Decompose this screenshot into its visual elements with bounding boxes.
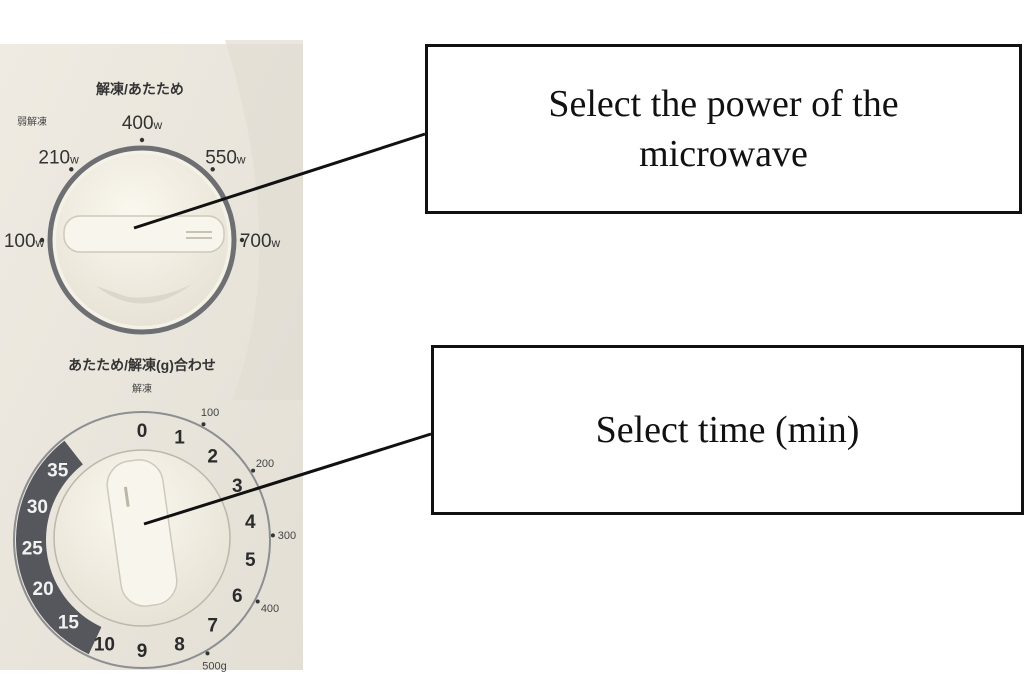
timer-minute-4: 4: [245, 512, 256, 533]
timer-gram-dot-2: [270, 533, 275, 538]
power-unit: w: [236, 153, 246, 167]
power-callout-text: Select the power of the microwave: [548, 82, 899, 175]
power-dot-4: [239, 237, 245, 243]
power-setting-550: 550w: [205, 148, 246, 169]
power-dot-1: [69, 167, 74, 172]
timer-minute-10: 10: [94, 634, 115, 655]
timer-minute-2: 2: [207, 447, 218, 468]
power-callout-box: Select the power of the microwave: [425, 44, 1022, 214]
timer-gram-100: 100: [201, 407, 219, 419]
timer-gram-400: 400: [261, 603, 279, 615]
timer-minute-9: 9: [137, 641, 148, 662]
timer-minute-3: 3: [232, 476, 243, 497]
power-setting-400: 400w: [122, 113, 163, 134]
power-setting-210: 210w: [38, 148, 79, 169]
timer-gram-scale: 100 200 300 400 500g: [201, 407, 296, 673]
timer-gram-500g: 500g: [202, 661, 226, 673]
power-dot-3: [210, 167, 215, 172]
time-callout-box: Select time (min): [431, 345, 1024, 515]
time-leader-line: [143, 432, 432, 526]
timer-minute-20: 20: [33, 579, 54, 600]
timer-minute-25: 25: [22, 539, 44, 560]
timer-minute-35: 35: [47, 460, 69, 481]
timer-gram-dot-0: [201, 422, 206, 427]
timer-gram-300: 300: [278, 530, 296, 542]
timer-dial-ring: [13, 411, 271, 669]
timer-gram-200: 200: [256, 458, 274, 470]
timer-minute-8: 8: [174, 634, 185, 655]
power-dot-0: [39, 237, 45, 243]
power-unit: w: [35, 236, 45, 250]
power-header: 解凍/あたため: [96, 81, 184, 97]
time-callout-text: Select time (min): [595, 408, 860, 451]
timer-minute-5: 5: [245, 550, 256, 571]
timer-gram-dot-1: [251, 468, 256, 473]
timer-dark-band: [15, 440, 102, 655]
power-unit: w: [153, 118, 163, 132]
timer-minute-6: 6: [232, 586, 243, 607]
weak-defrost-label: 弱解凍: [17, 115, 47, 128]
power-scale: 100w 210w 400w 550w 700w: [4, 113, 281, 252]
power-leader-line: [133, 132, 426, 230]
timer-gram-dots: [201, 422, 275, 656]
power-knob-shadow: [96, 284, 192, 304]
timer-gram-dot-3: [255, 599, 260, 604]
power-setting-700: 700w: [240, 231, 281, 252]
power-unit: w: [69, 153, 79, 167]
timer-defrost-label: 解凍: [132, 382, 152, 395]
timer-knob-handle[interactable]: [104, 457, 180, 609]
power-setting-100: 100w: [4, 231, 45, 252]
power-dot-2: [139, 137, 145, 143]
timer-minute-0: 0: [137, 421, 148, 442]
timer-minute-7: 7: [207, 615, 218, 636]
panel-shadow: [225, 40, 303, 400]
timer-minute-15: 15: [58, 613, 80, 634]
timer-minute-30: 30: [27, 497, 48, 518]
power-scale-dots: [39, 137, 245, 243]
power-knob-handle[interactable]: [63, 215, 225, 253]
timer-header: あたため/解凍(g)合わせ: [68, 357, 216, 373]
timer-minute-1: 1: [174, 428, 185, 449]
power-unit: w: [271, 236, 281, 250]
timer-gram-dot-4: [205, 651, 210, 656]
